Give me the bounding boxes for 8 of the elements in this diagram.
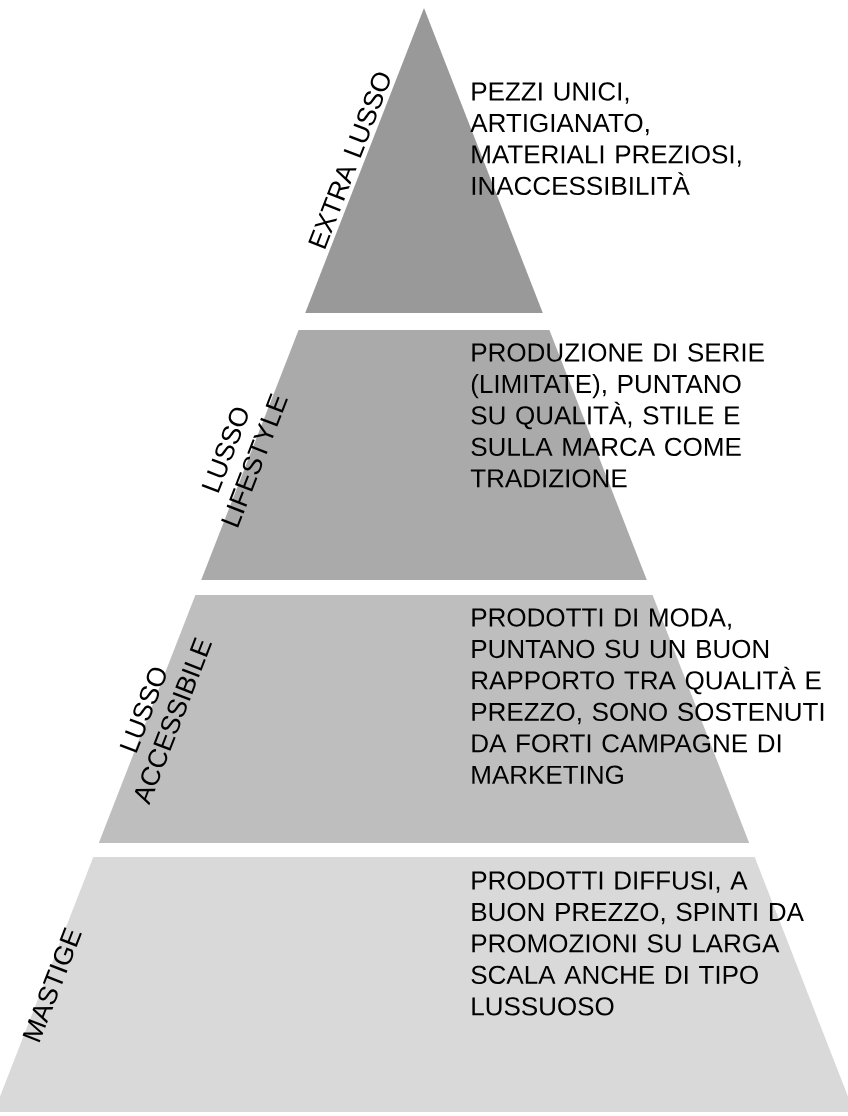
pyramid-tier [201, 330, 764, 580]
tier-description: PRODOTTI DIFFUSI, A BUON PREZZO, SPINTI DA PROMOZIONI SU LARGA SCALA ANCHE DI TIPO LUSSUOSO [471, 871, 804, 1016]
tier-description: PEZZI UNICI, ARTIGIANATO, MATERIALI PREZIOSI, INACCESSIBILITÀ [470, 82, 741, 196]
tier-description: PRODOTTI DI MODA, PUNTANO SU UN BUON RAPPORTO TRA QUALITÀ E PREZZO, SONO SOSTENUTI DA FORTI CAMPAGNE DI MARKETING [472, 608, 824, 784]
pyramid-tier [305, 8, 741, 313]
pyramid-tier [0, 857, 848, 1112]
tier-description: PRODUZIONE DI SERIE (LIMITATE), PUNTANO SU QUALITÀ, STILE E SULLA MARCA COME TRADIZIONE [470, 343, 764, 488]
pyramid-tier [98, 595, 824, 843]
